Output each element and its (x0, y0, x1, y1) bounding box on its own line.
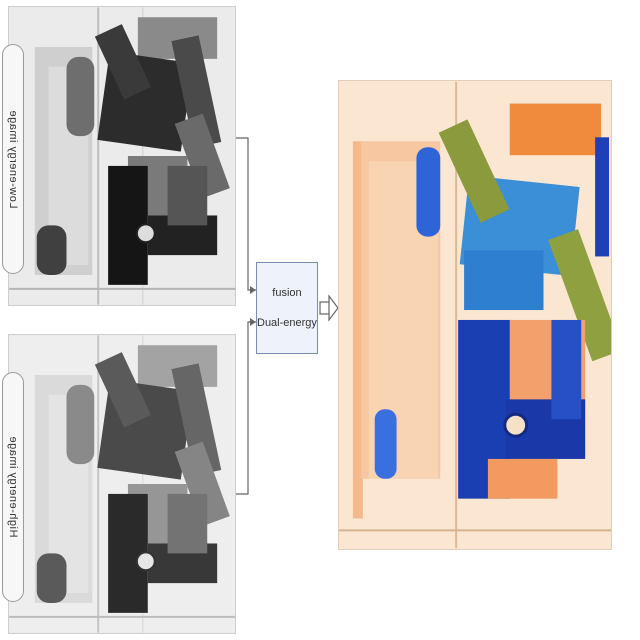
high-energy-label: High-energy image (2, 372, 24, 602)
process-label-line2: fusion (257, 286, 317, 301)
low-energy-label: Low-energy image (2, 44, 24, 274)
low-energy-label-text: Low-energy image (7, 110, 19, 209)
low-energy-scan (8, 6, 236, 306)
arrow-right-icon (320, 296, 338, 320)
high-energy-scan-graphic (9, 335, 235, 633)
fused-color-scan (338, 80, 612, 550)
process-label-line1: Dual-energy (257, 316, 317, 331)
fusion-process-box: Dual-energy fusion (256, 262, 318, 354)
high-energy-scan (8, 334, 236, 634)
high-energy-label-text: High-energy image (7, 436, 19, 537)
low-energy-scan-graphic (9, 7, 235, 305)
fused-color-scan-graphic (339, 81, 611, 549)
